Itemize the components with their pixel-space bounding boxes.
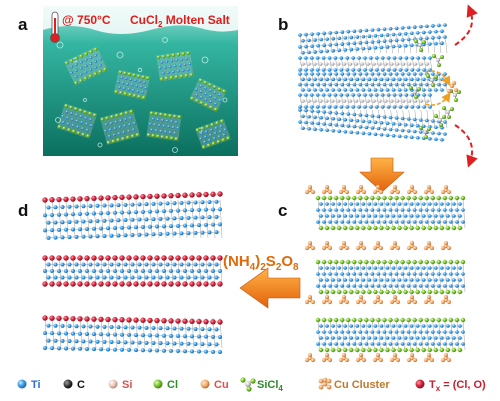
tx-atom-legend-item: Tx = (Cl, O) — [415, 379, 486, 393]
ti-atom-icon — [17, 379, 27, 389]
cu-cluster-icon — [318, 377, 332, 390]
panel-b: b — [278, 4, 478, 168]
cu-atom-icon — [200, 379, 210, 389]
cu-intercalated-stack — [315, 195, 466, 353]
mxene-flakes — [56, 46, 231, 150]
cl-atom-legend-item: Cl — [153, 379, 178, 391]
escape-arrow-mid-2 — [424, 92, 451, 106]
cu-clusters — [304, 184, 452, 363]
panel-label-b: b — [278, 15, 288, 34]
panel-label-d: d — [18, 201, 28, 220]
reagent-label: (NH4)2S2O8 — [223, 253, 299, 273]
thermometer-icon — [50, 11, 60, 43]
c-atom-icon — [63, 379, 73, 389]
legend-label: Cl — [167, 379, 178, 391]
temperature-label: @ 750°C — [62, 13, 111, 27]
legend-label: Tx = (Cl, O) — [429, 379, 486, 393]
legend-label: C — [77, 379, 85, 391]
left-arrow: (NH4)2S2O8 — [223, 253, 301, 309]
legend-label: Ti — [31, 379, 41, 391]
legend: Ti C Si Cl Cu SiCl4 Cu Cluster Tx = (Cl, O) — [17, 377, 486, 393]
si-atom-legend-item: Si — [108, 379, 132, 391]
cl-atom-icon — [153, 379, 163, 389]
si-atom-icon — [108, 379, 118, 389]
panel-label-a: a — [18, 15, 28, 34]
escape-arrow-top — [454, 4, 478, 46]
ti-atom-legend-item: Ti — [17, 379, 41, 391]
escape-arrow-mid-1 — [424, 70, 451, 87]
salt-label: CuCl2 Molten Salt — [130, 13, 230, 29]
legend-label: SiCl4 — [257, 379, 283, 393]
sicl4-legend-item: SiCl4 — [240, 377, 283, 393]
bubbles — [55, 37, 228, 153]
bath-surface-foam — [43, 6, 238, 34]
etching-stack — [298, 23, 448, 142]
panel-d: d — [18, 191, 223, 354]
terminated-mxene-stack — [42, 191, 223, 354]
legend-label: Cu — [214, 379, 229, 391]
panel-label-c: c — [278, 201, 287, 220]
down-arrow — [359, 157, 405, 193]
panel-c: c — [278, 184, 466, 363]
legend-label: Si — [122, 379, 132, 391]
cu-cluster-legend-item: Cu Cluster — [318, 377, 390, 391]
panel-a: a @ 750°C CuCl2 Molten Salt — [18, 6, 238, 156]
released-sicl4 — [409, 39, 461, 139]
tx-atom-icon — [415, 379, 425, 389]
cu-atom-legend-item: Cu — [200, 379, 229, 391]
sicl4-icon — [240, 377, 256, 392]
escape-arrow-bottom — [454, 124, 478, 168]
c-atom-legend-item: C — [63, 379, 85, 391]
legend-label: Cu Cluster — [334, 379, 390, 391]
